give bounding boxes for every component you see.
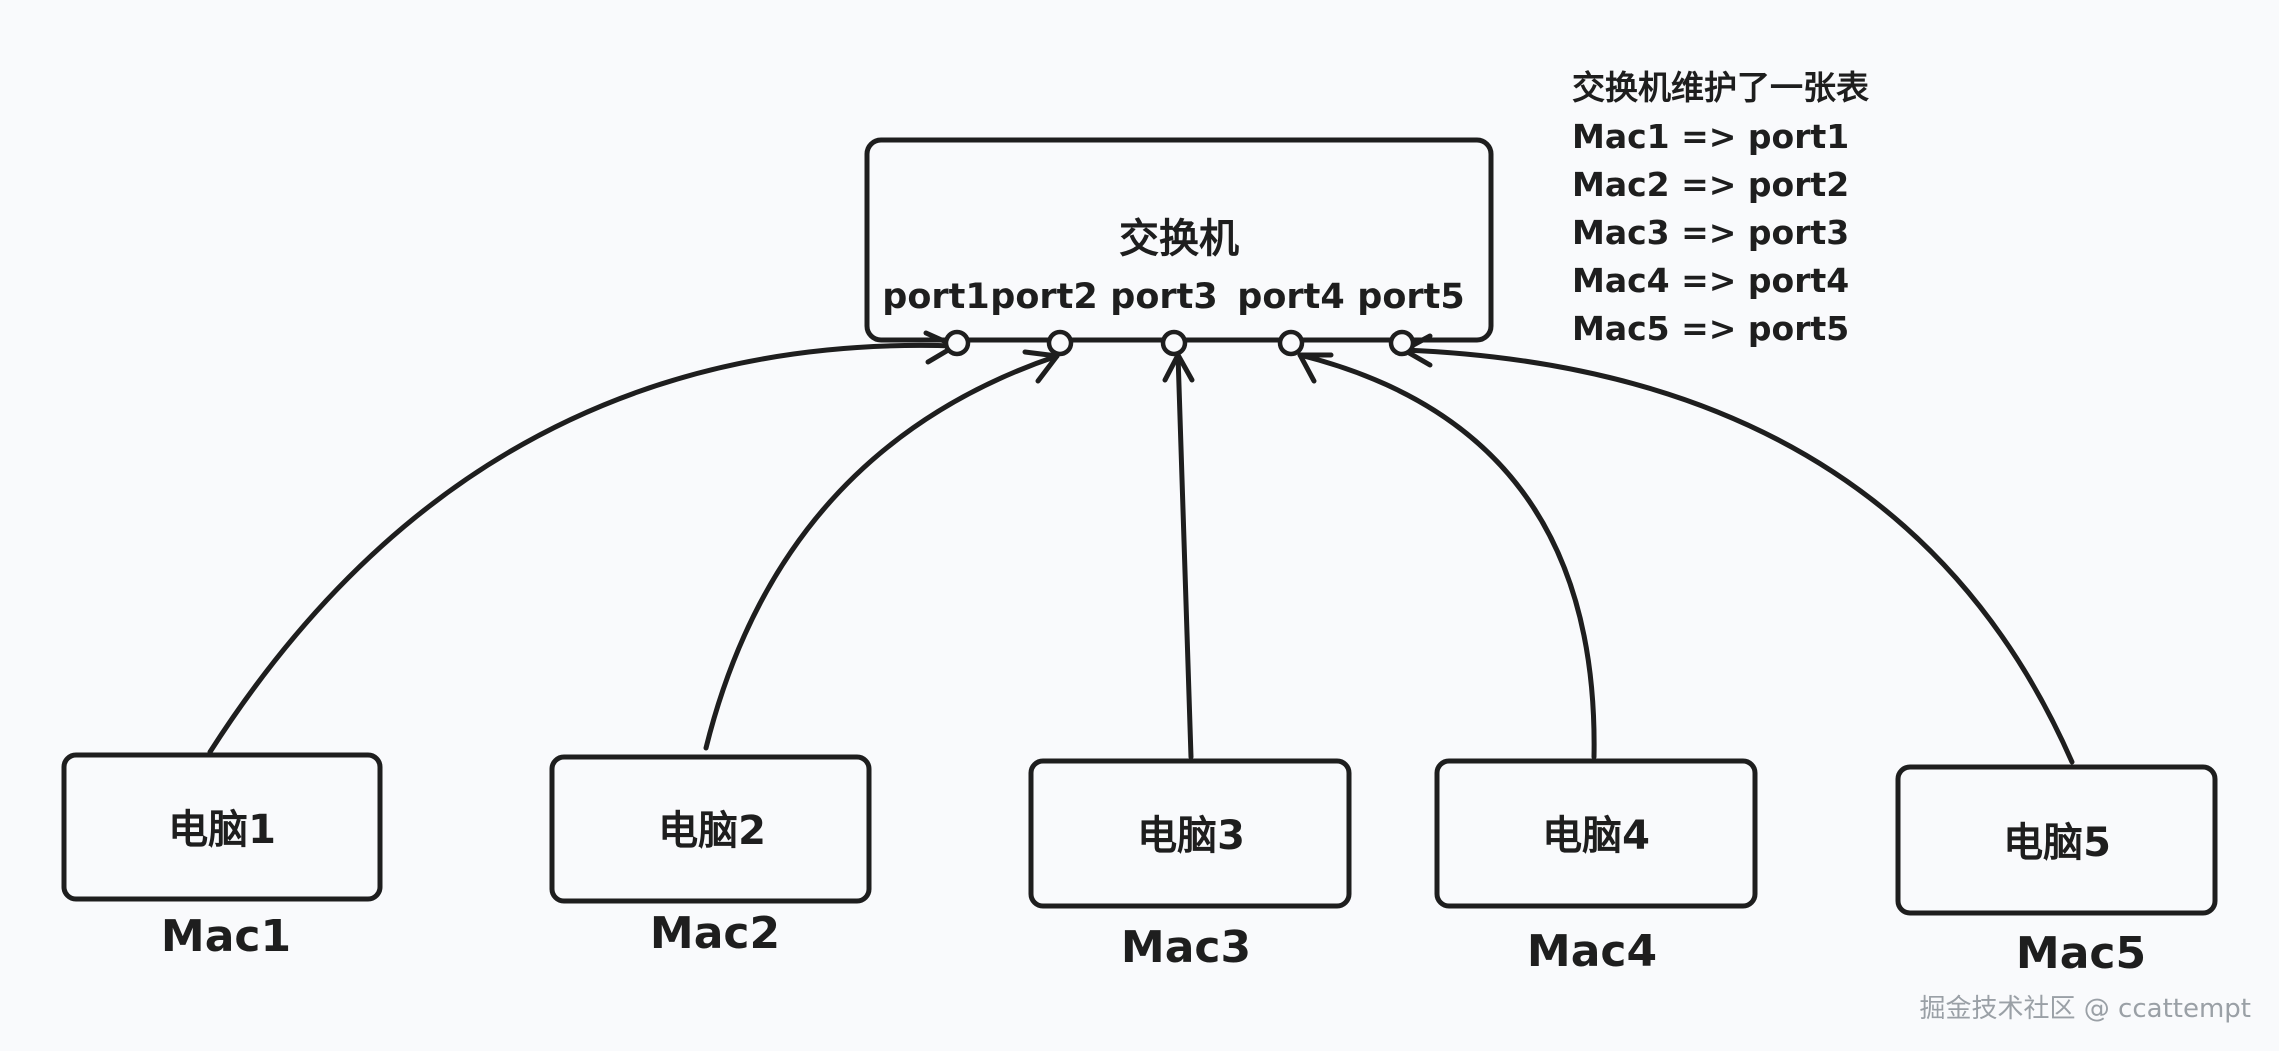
connection-1 — [207, 330, 958, 755]
computer-3: 电脑3 Mac3 — [1028, 758, 1352, 973]
computer-label-5: 电脑5 — [2003, 820, 2111, 866]
port-connector-5 — [1388, 329, 1416, 357]
port-label-4: port4 — [1237, 277, 1344, 317]
switch-node: 交换机 port1 port2 port3 port4 port5 — [864, 137, 1494, 343]
computer-4: 电脑4 Mac4 — [1434, 758, 1758, 977]
mac-table-row-2: Mac2 => port2 — [1572, 165, 1849, 204]
port-label-5: port5 — [1357, 277, 1464, 317]
mac-label-4: Mac4 — [1527, 926, 1657, 977]
port-connectors — [943, 329, 1416, 357]
computer-box-3 — [1028, 758, 1352, 909]
connection-line-3 — [1175, 352, 1194, 760]
computer-2: 电脑2 Mac2 — [549, 754, 872, 959]
computer-label-4: 电脑4 — [1542, 813, 1650, 859]
connection-line-1 — [207, 342, 958, 755]
connection-3 — [1162, 352, 1195, 760]
switch-title: 交换机 — [1119, 216, 1239, 262]
mac-table-heading: 交换机维护了一张表 — [1572, 68, 1869, 107]
port-connector-2 — [1046, 329, 1074, 357]
connection-2 — [703, 349, 1060, 751]
computer-box-1 — [61, 752, 383, 902]
mac-table-note: 交换机维护了一张表 Mac1 => port1 Mac2 => port2 Ma… — [1572, 68, 1869, 348]
computer-box-2 — [549, 754, 872, 904]
port-connector-3 — [1160, 329, 1188, 357]
connections — [207, 330, 2075, 765]
connection-5 — [1401, 333, 2075, 765]
mac-label-1: Mac1 — [161, 911, 291, 962]
mac-label-3: Mac3 — [1121, 922, 1251, 973]
connection-line-2 — [703, 353, 1060, 751]
watermark: 掘金技术社区 @ ccattempt — [1920, 994, 2251, 1024]
mac-label-5: Mac5 — [2016, 928, 2146, 979]
mac-table-row-3: Mac3 => port3 — [1572, 213, 1849, 252]
computer-5: 电脑5 Mac5 — [1895, 764, 2218, 979]
mac-table-row-1: Mac1 => port1 — [1572, 117, 1849, 156]
computer-box-4 — [1434, 758, 1758, 909]
port-connector-4 — [1277, 329, 1305, 357]
port-label-2: port2 — [990, 277, 1097, 317]
arrowhead-4 — [1297, 352, 1334, 384]
connection-line-5 — [1401, 347, 2075, 765]
mac-table-row-4: Mac4 => port4 — [1572, 261, 1849, 300]
arrowhead-2 — [1022, 349, 1060, 384]
mac-table-row-5: Mac5 => port5 — [1572, 309, 1849, 348]
computer-1: 电脑1 Mac1 — [61, 752, 383, 962]
computer-label-2: 电脑2 — [658, 808, 766, 854]
computer-label-3: 电脑3 — [1137, 813, 1245, 859]
mac-label-2: Mac2 — [650, 908, 780, 959]
port-connector-1 — [943, 329, 971, 357]
port-label-1: port1 — [882, 277, 989, 317]
connection-4 — [1297, 352, 1597, 760]
computer-box-5 — [1895, 764, 2218, 916]
computer-label-1: 电脑1 — [168, 807, 276, 853]
port-label-3: port3 — [1110, 277, 1217, 317]
connection-line-4 — [1297, 352, 1597, 760]
